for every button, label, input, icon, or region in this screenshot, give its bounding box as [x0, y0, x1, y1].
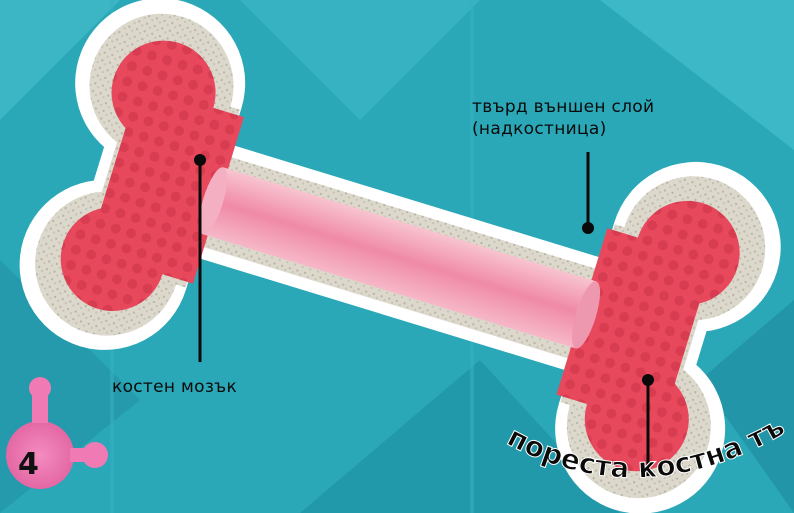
label-marrow: костен мозък — [112, 376, 237, 398]
label-periosteum: твърд външен слой (надкостница) — [472, 96, 654, 140]
label-periosteum-line1: твърд външен слой — [472, 96, 654, 118]
page-number: 4 — [18, 447, 39, 482]
pointer-periosteum — [582, 152, 594, 234]
label-periosteum-line2: (надкостница) — [472, 118, 654, 140]
